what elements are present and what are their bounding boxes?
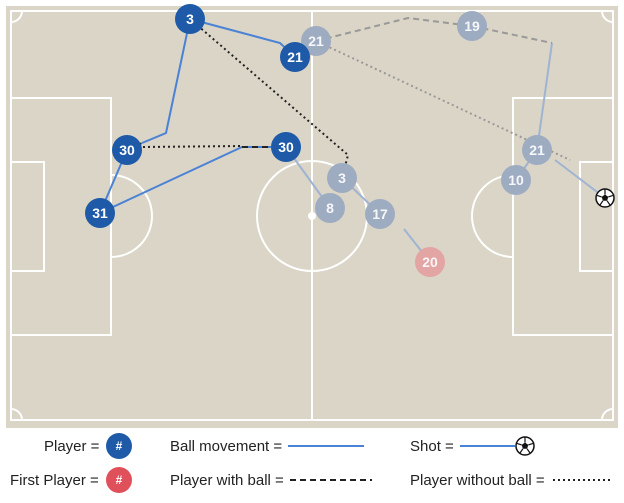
- right-goal-area: [579, 161, 614, 272]
- player-number: 31: [92, 205, 108, 221]
- legend-first-player-symbol: #: [106, 467, 132, 493]
- player-marker: [301, 26, 331, 56]
- player-node: 8: [315, 193, 345, 223]
- player-marker: [415, 247, 445, 277]
- player-number: 3: [338, 170, 346, 186]
- legend-without-ball-label: Player without ball =: [410, 472, 545, 489]
- ball-movement-line-faded: [536, 42, 553, 151]
- player-number: 20: [422, 254, 438, 270]
- player-marker: [271, 132, 301, 162]
- player-node: 30: [112, 135, 142, 165]
- player-number: 8: [326, 200, 334, 216]
- legend: Player = # First Player = # Ball movemen…: [10, 433, 610, 493]
- player-marker: [112, 135, 142, 165]
- player-number: 10: [508, 172, 524, 188]
- player-marker: [457, 11, 487, 41]
- player-node: 3: [175, 4, 205, 34]
- player-marker: [365, 199, 395, 229]
- player-marker: [175, 4, 205, 34]
- ball-movement-line: [141, 18, 191, 144]
- legend-shot-label: Shot =: [410, 438, 454, 455]
- player-node: 19: [457, 11, 487, 41]
- player-without-ball-line: [142, 145, 243, 148]
- corner-arc-bottom-left: [10, 408, 23, 421]
- player-node: 17: [365, 199, 395, 229]
- left-penalty-arc: [110, 174, 153, 258]
- shot-line: [554, 159, 606, 199]
- legend-first-player-label: First Player =: [10, 472, 99, 489]
- player-node: 21: [301, 26, 331, 56]
- player-node: 21: [280, 42, 310, 72]
- player-marker: [522, 135, 552, 165]
- player-number: 30: [119, 142, 135, 158]
- player-node: 3: [327, 163, 357, 193]
- player-number: 21: [308, 33, 324, 49]
- corner-arc-top-left: [10, 10, 23, 23]
- player-node: 10: [501, 165, 531, 195]
- player-number: 3: [186, 11, 194, 27]
- legend-player-label: Player =: [44, 438, 100, 455]
- legend-football-icon: [515, 436, 535, 456]
- player-marker: [280, 42, 310, 72]
- player-node: 20: [415, 247, 445, 277]
- legend-player-hash: #: [116, 439, 123, 453]
- player-without-ball-line-faded: [315, 40, 571, 161]
- player-number: 21: [529, 142, 545, 158]
- legend-ball-movement-label: Ball movement =: [170, 438, 282, 455]
- legend-with-ball-label: Player with ball =: [170, 472, 284, 489]
- player-number: 17: [372, 206, 388, 222]
- centre-spot: [308, 212, 316, 220]
- legend-first-player-hash: #: [116, 473, 123, 487]
- player-number: 19: [464, 18, 480, 34]
- right-penalty-arc: [471, 174, 514, 258]
- left-goal-area: [10, 161, 45, 272]
- player-marker: [327, 163, 357, 193]
- player-node: 31: [85, 198, 115, 228]
- player-marker: [315, 193, 345, 223]
- legend-player-symbol: #: [106, 433, 132, 459]
- corner-arc-top-right: [601, 10, 614, 23]
- player-number: 21: [287, 49, 303, 65]
- player-with-ball-line-faded: [315, 16, 553, 44]
- football-icon: [595, 188, 615, 208]
- player-number: 30: [278, 139, 294, 155]
- player-node: 30: [271, 132, 301, 162]
- player-marker: [501, 165, 531, 195]
- corner-arc-bottom-right: [601, 408, 614, 421]
- player-marker: [85, 198, 115, 228]
- player-node: 21: [522, 135, 552, 165]
